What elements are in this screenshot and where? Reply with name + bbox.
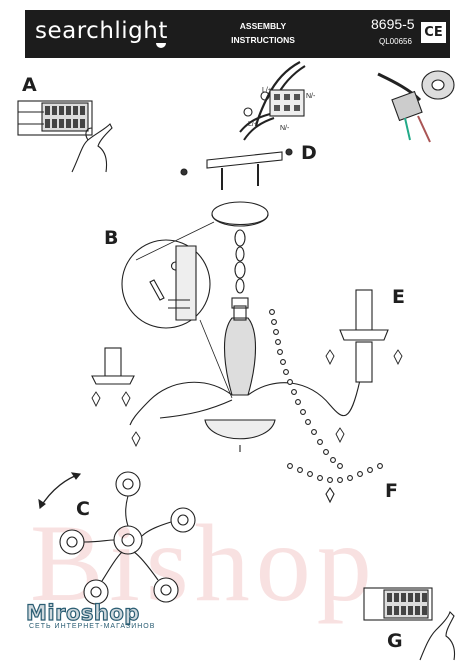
ce-mark: CE <box>421 22 446 43</box>
step-label-b: B <box>104 227 119 249</box>
mounting-bracket-illustration <box>180 61 306 190</box>
miroshop-logo: Miroshop СЕТЬ ИНТЕРНЕТ-МАГАЗИНОВ <box>25 600 156 630</box>
step-label-e: E <box>392 286 405 308</box>
wire-connector-illustration <box>377 70 455 143</box>
product-code: 8695-5 <box>371 16 415 32</box>
assembly-title-line2: INSTRUCTIONS <box>231 35 295 45</box>
step-label-c: C <box>76 498 90 520</box>
miroshop-name: Miroshop <box>25 600 140 625</box>
chandelier-illustration <box>91 201 403 504</box>
arms-top-view-illustration <box>38 471 196 605</box>
step-label-a: A <box>22 74 37 96</box>
terminal-live-label-2: L/+ <box>248 121 258 128</box>
zoom-detail-b <box>121 221 233 399</box>
miroshop-tagline: СЕТЬ ИНТЕРНЕТ-МАГАЗИНОВ <box>29 623 156 630</box>
assembly-instructions-title: ASSEMBLY INSTRUCTIONS <box>213 19 313 47</box>
watermark-text: Bishop <box>30 502 378 624</box>
terminal-neutral-label-2: N/- <box>280 125 290 132</box>
terminal-block-g-illustration <box>363 587 456 661</box>
step-label-f: F <box>385 480 398 502</box>
header-bar: searchlight ASSEMBLY INSTRUCTIONS 8695-5… <box>25 10 450 58</box>
terminal-neutral-label: N/- <box>306 93 316 100</box>
step-label-g: G <box>387 630 403 652</box>
terminal-block-a-illustration <box>17 100 113 173</box>
terminal-live-label: L/+ <box>262 87 272 94</box>
step-label-d: D <box>301 142 317 164</box>
brand-logo: searchlight <box>35 18 168 44</box>
ql-code: QL00656 <box>379 37 412 46</box>
brand-logo-swoosh <box>156 43 166 48</box>
assembly-title-line1: ASSEMBLY <box>239 21 287 31</box>
